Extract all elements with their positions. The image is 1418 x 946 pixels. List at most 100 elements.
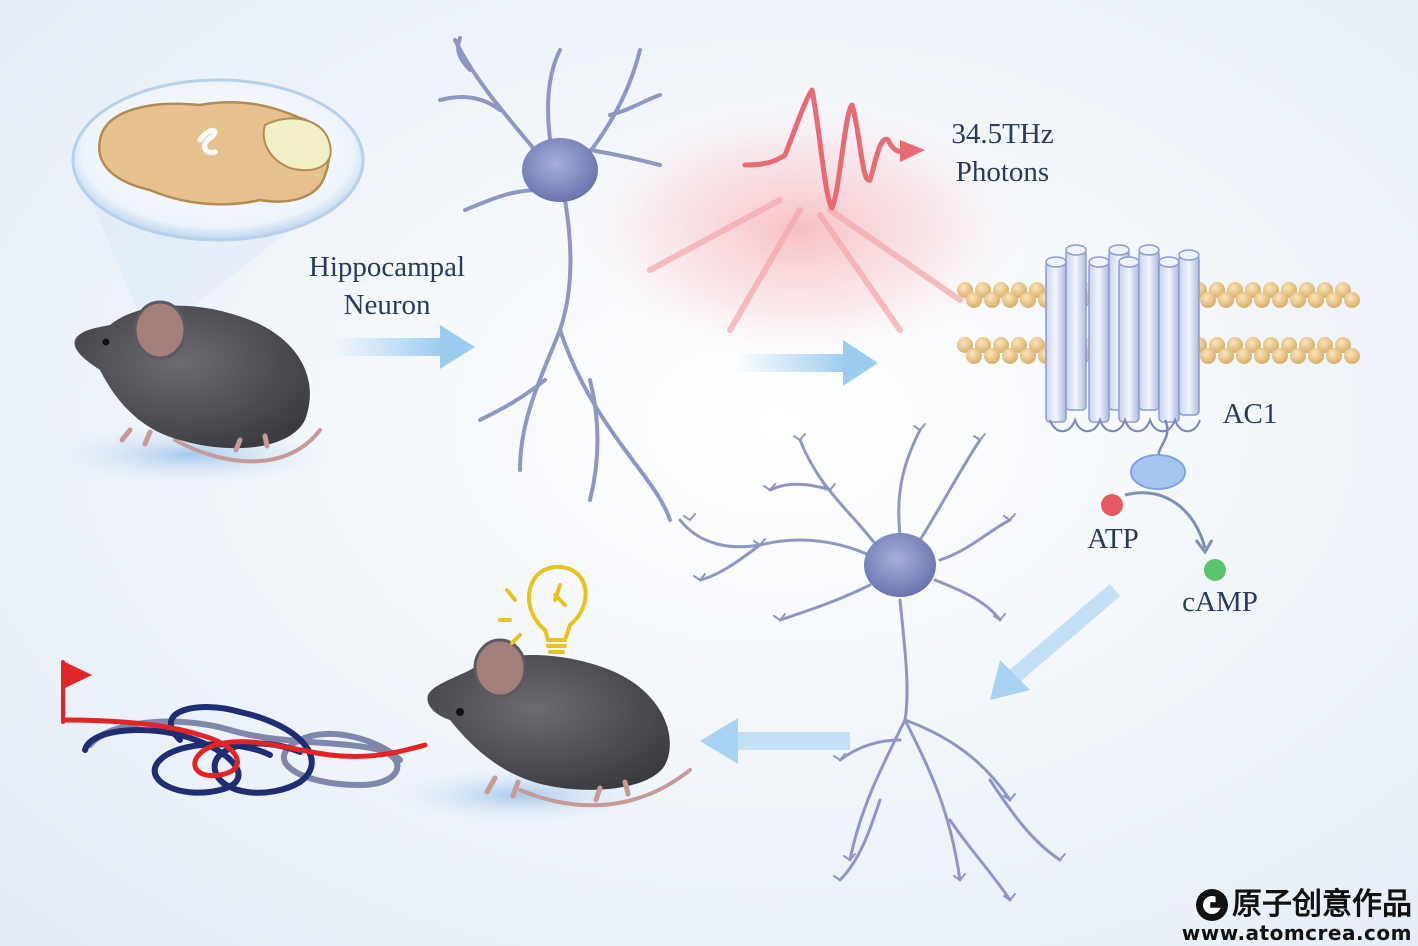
lipid-head [984,292,1000,308]
lipid-head [1218,292,1234,308]
ac1-label: AC1 [1222,398,1278,430]
channel-helix-top [1065,244,1087,256]
mouse-brain-icon [97,100,332,206]
lipid-head [1020,348,1036,364]
neuron-2-soma [864,533,936,597]
dendritic-spine [953,873,966,881]
maze-path-icon [61,660,428,796]
channel-helix-top [1108,244,1130,256]
dendritic-spine [833,873,846,881]
watermark-brand: 原子创意作品 [1232,887,1412,922]
lipid-head [984,348,1000,364]
reaction-arrowhead [1194,539,1214,555]
channel-helix [1065,249,1087,411]
dendritic-spine [833,753,846,761]
lipid-head [966,348,982,364]
lipid-head [1344,292,1360,308]
atomcrea-logo-icon [1196,889,1228,921]
dendritic-spine [913,423,926,431]
channel-helix [1138,249,1160,411]
channel-helix [1178,254,1200,416]
lipid-head [1011,337,1027,353]
channel-helix [1118,261,1140,423]
lipid-head [1263,337,1279,353]
channel-helix-top [1138,244,1160,256]
dendritic-spine [843,853,856,861]
lipid-head [1254,292,1270,308]
lipid-head [966,292,982,308]
lipid-head [1209,337,1225,353]
lipid-head [1245,337,1261,353]
flow-arrow-2 [735,340,878,386]
lipid-head [957,337,973,353]
channel-helix-top [1045,256,1067,268]
lipid-head [1200,292,1216,308]
atp-label: ATP [1087,523,1139,555]
lipid-head [1326,292,1342,308]
lipid-head [1308,292,1324,308]
reaction-arrow [1124,491,1207,549]
neuron-1-soma [522,138,598,202]
watermark-brand-row: 原子创意作品 [1162,888,1412,922]
lipid-head [1290,348,1306,364]
lipid-head [975,337,991,353]
channel-helix [1158,261,1180,423]
dendritic-spine [793,433,806,441]
ac1-catalytic-domain [1130,454,1186,490]
photon-rays [647,197,963,333]
thz-label-line2: Photons [955,156,1050,188]
camp-molecule [1204,559,1226,581]
dendritic-spine [683,513,696,521]
channel-helix-top [1178,249,1200,261]
lipid-head [1254,348,1270,364]
mouse-1-icon [74,300,322,464]
dendritic-spine [973,433,986,441]
lipid-head [1218,348,1234,364]
lipid-head [1236,292,1252,308]
lipid-head [1029,337,1045,353]
lipid-head [1002,348,1018,364]
hippocampal-neuron-label: Hippocampal Neuron [282,248,492,324]
channel-helix-top [1118,256,1140,268]
lipid-head [1299,337,1315,353]
dendritic-spine [823,483,836,491]
channel-helix-top [1088,256,1110,268]
hippocampal-label-line2: Neuron [343,289,431,321]
dendritic-spine [763,483,776,491]
lipid-head [1002,292,1018,308]
lipid-head [1236,348,1252,364]
dendritic-spine [693,573,706,581]
mouse-2-icon [427,638,692,808]
lipid-head [1335,337,1351,353]
flow-arrow-3 [990,583,1121,700]
watermark: 原子创意作品 www.atomcrea.com [1162,888,1412,945]
lipid-head [1200,348,1216,364]
lipid-head [1227,337,1243,353]
lipid-head [1290,292,1306,308]
dendritic-spine [773,613,786,621]
lightbulb-icon [498,564,588,654]
photon-glow [560,90,1040,370]
atp-molecule [1101,494,1123,516]
dendritic-spine [1003,793,1016,801]
flow-arrow-4 [700,718,850,764]
ac1-channel-icon [1045,244,1201,433]
neuron-2-icon [678,423,1066,902]
dendritic-spine [993,613,1006,621]
channel-helix [1045,261,1067,423]
camp-label: cAMP [1182,586,1258,618]
lipid-head [1344,348,1360,364]
dendritic-spine [1003,513,1016,521]
flow-arrow-1 [330,325,475,369]
dendritic-spine [1053,853,1066,861]
lipid-head [1326,348,1342,364]
channel-helix [1088,261,1110,423]
channel-loops [1049,416,1201,433]
dendritic-spine [1003,893,1016,901]
lipid-head [1317,337,1333,353]
lipid-head [1272,292,1288,308]
thz-label-line1: 34.5THz [951,118,1054,150]
hippocampal-label-line1: Hippocampal [308,251,466,283]
